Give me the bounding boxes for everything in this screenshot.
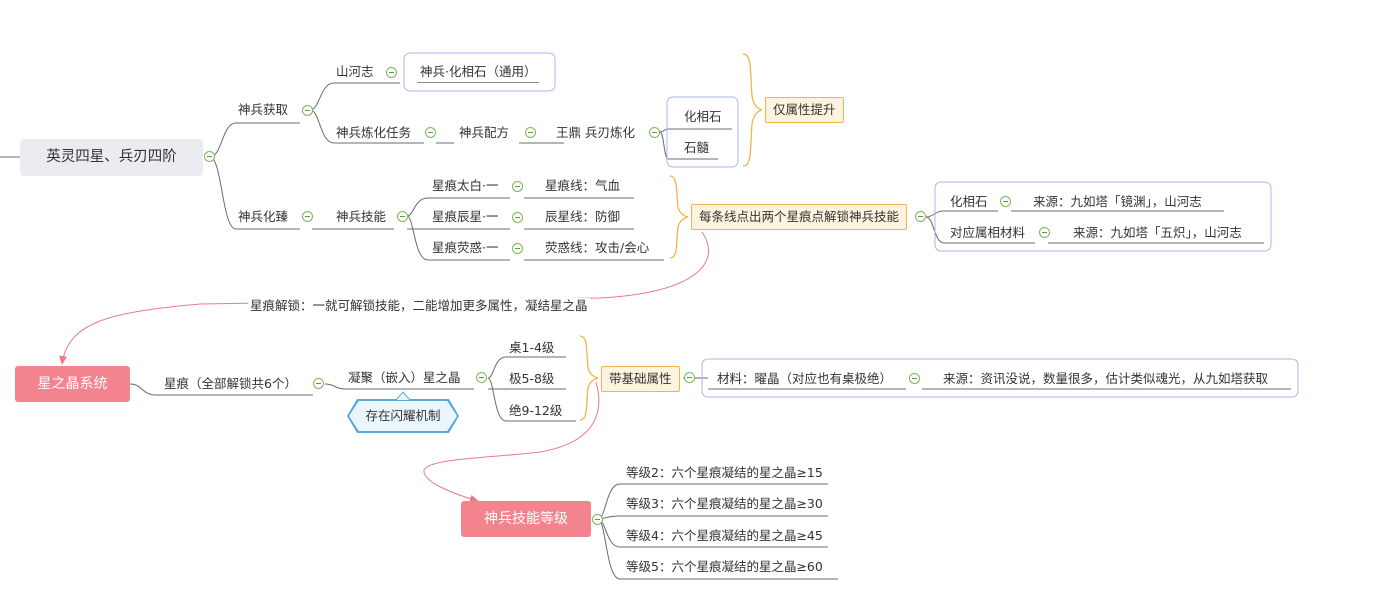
branch-acquire[interactable]: 神兵获取: [238, 102, 289, 117]
acquire-collapse-icon[interactable]: [302, 105, 313, 116]
enhance-collapse-icon[interactable]: [302, 211, 313, 222]
tier-jue[interactable]: 绝9-12级: [509, 403, 563, 418]
mark-taibai-collapse-icon[interactable]: [512, 181, 523, 192]
mark-count-topic[interactable]: 星痕（全部解锁共6个）: [164, 376, 297, 391]
skill-level-5[interactable]: 等级5：六个星痕凝结的星之晶≥60: [626, 559, 823, 574]
skill-collapse-icon[interactable]: [397, 211, 408, 222]
refine-task-topic[interactable]: 神兵炼化任务: [336, 125, 412, 140]
mark-yinghuo-collapse-icon[interactable]: [512, 243, 523, 254]
summary-attribute-only[interactable]: 仅属性提升: [765, 97, 844, 123]
forge-topic[interactable]: 王鼎 兵刃炼化: [556, 125, 635, 140]
summary-base-attr[interactable]: 带基础属性: [601, 366, 680, 392]
unlock-source-2[interactable]: 来源：九如塔「五炽」，山河志: [1073, 225, 1242, 240]
line-gongji[interactable]: 荧惑线：攻击/会心: [545, 240, 650, 255]
skill-level-4[interactable]: 等级4：六个星痕凝结的星之晶≥45: [626, 528, 823, 543]
crystal-system-topic[interactable]: 星之晶系统: [15, 366, 130, 402]
flash-note[interactable]: 存在闪耀机制: [349, 401, 457, 431]
recipe-topic[interactable]: 神兵配方: [459, 125, 510, 140]
line-fangyu[interactable]: 辰星线：防御: [545, 209, 621, 224]
summary-unlock-skill[interactable]: 每条线点出两个星痕点解锁神兵技能: [691, 204, 908, 230]
unlock-collapse-icon[interactable]: [915, 211, 926, 222]
mark-chenxing-collapse-icon[interactable]: [512, 212, 523, 223]
skill-topic[interactable]: 神兵技能: [336, 209, 387, 224]
recipe-collapse-icon[interactable]: [525, 127, 536, 138]
crystal-material-collapse-icon[interactable]: [909, 373, 920, 384]
material-shisui[interactable]: 石髓: [684, 140, 710, 155]
crystal-source[interactable]: 来源：资讯没说，数量很多，估计类似魂光，从九如塔获取: [943, 371, 1269, 386]
mark-chenxing[interactable]: 星痕辰星·一: [432, 209, 499, 224]
huaxiangshi-general-topic[interactable]: 神兵·化相石（通用）: [417, 64, 540, 83]
shanhezhi-collapse-icon[interactable]: [386, 67, 397, 78]
root-topic[interactable]: 英灵四星、兵刃四阶: [20, 139, 203, 176]
callout-pointer: [396, 391, 410, 400]
skill-level-collapse-icon[interactable]: [592, 514, 603, 525]
skill-level-topic[interactable]: 神兵技能等级: [461, 501, 591, 537]
tier-zhuo[interactable]: 桌1-4级: [509, 340, 555, 355]
line-qixue[interactable]: 星痕线：气血: [545, 178, 621, 193]
unlock-material-2-collapse-icon[interactable]: [1039, 227, 1050, 238]
mark-yinghuo[interactable]: 星痕荧惑·一: [432, 240, 499, 255]
skill-level-2[interactable]: 等级2：六个星痕凝结的星之晶≥15: [626, 465, 823, 480]
unlock-material-element[interactable]: 对应属相材料: [950, 225, 1026, 240]
mark-count-collapse-icon[interactable]: [313, 378, 324, 389]
mark-taibai[interactable]: 星痕太白·一: [432, 178, 499, 193]
unlock-material-1-collapse-icon[interactable]: [1000, 196, 1011, 207]
tier-ji[interactable]: 极5-8级: [509, 371, 555, 386]
branch-enhance[interactable]: 神兵化臻: [238, 209, 289, 224]
condense-topic[interactable]: 凝聚（嵌入）星之晶: [348, 370, 461, 385]
shanhezhi-topic[interactable]: 山河志: [336, 64, 374, 79]
refine-task-collapse-icon[interactable]: [425, 127, 436, 138]
root-collapse-icon[interactable]: [204, 151, 215, 162]
material-huaxiangshi[interactable]: 化相石: [684, 109, 722, 124]
condense-collapse-icon[interactable]: [476, 372, 487, 383]
unlock-source-1[interactable]: 来源：九如塔「镜渊」，山河志: [1033, 194, 1202, 209]
crystal-material[interactable]: 材料：曜晶（对应也有桌极绝）: [717, 371, 893, 386]
skill-level-3[interactable]: 等级3：六个星痕凝结的星之晶≥30: [626, 496, 823, 511]
forge-collapse-icon[interactable]: [649, 127, 660, 138]
unlock-material-huaxiangshi[interactable]: 化相石: [950, 194, 988, 209]
base-attr-collapse-icon[interactable]: [684, 372, 695, 383]
relation-label[interactable]: 星痕解锁：一就可解锁技能，二能增加更多属性，凝结星之晶: [248, 298, 590, 314]
